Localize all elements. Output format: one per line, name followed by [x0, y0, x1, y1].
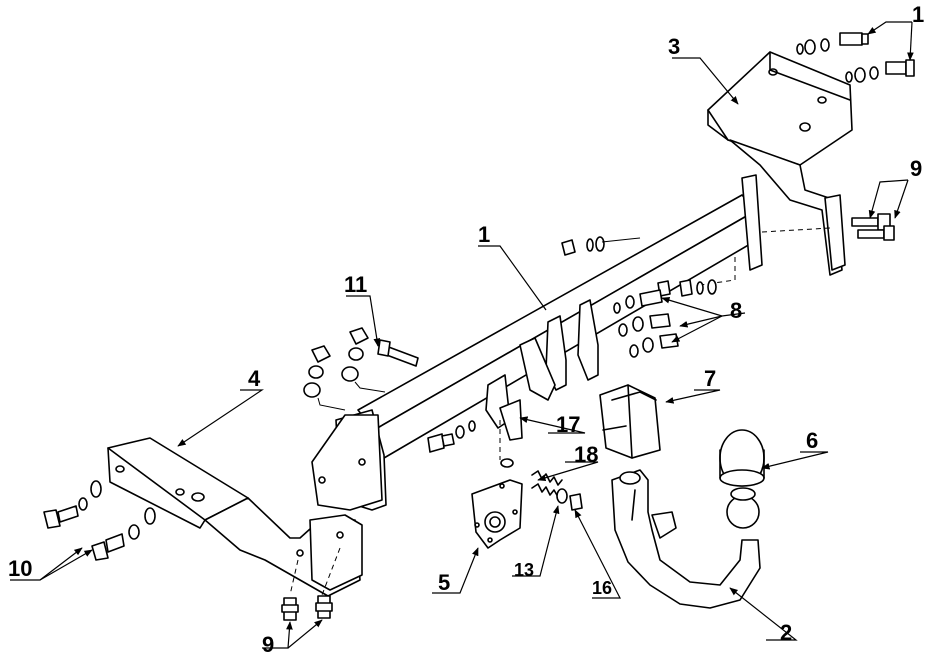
label-part-3: 3	[668, 34, 680, 59]
label-part-4: 4	[248, 366, 261, 391]
label-part-9-bottom: 9	[262, 632, 274, 657]
label-part-5: 5	[438, 570, 450, 595]
electric-module-7	[599, 384, 661, 459]
label-part-1-top: 1	[912, 2, 924, 27]
bolt-set-11	[303, 327, 419, 411]
label-part-6: 6	[806, 428, 818, 453]
label-part-7: 7	[704, 366, 716, 391]
label-part-11: 11	[344, 272, 367, 297]
right-side-bolts	[851, 213, 895, 241]
bolt-set-10	[43, 480, 156, 561]
top-right-bolt-set	[796, 32, 915, 83]
beam-mounting-plates	[485, 299, 599, 441]
bottom-bolts-9	[281, 595, 333, 621]
socket-plate	[471, 458, 523, 549]
right-side-bracket	[707, 51, 853, 276]
label-part-2: 2	[780, 620, 792, 645]
label-part-13: 13	[514, 560, 534, 580]
label-part-16: 16	[592, 578, 612, 598]
label-part-8: 8	[730, 298, 742, 323]
towball-neck-2	[611, 469, 761, 609]
label-part-17: 17	[556, 412, 580, 437]
label-part-18: 18	[574, 442, 598, 467]
leader-lines	[10, 21, 914, 649]
ball-cap-6	[719, 429, 765, 487]
spring-18	[531, 470, 583, 511]
label-part-1: 1	[478, 222, 490, 247]
bolt-near-17	[427, 420, 476, 453]
label-part-9-right: 9	[910, 156, 922, 181]
left-mounting-plate	[296, 414, 383, 591]
label-part-10: 10	[8, 556, 32, 581]
